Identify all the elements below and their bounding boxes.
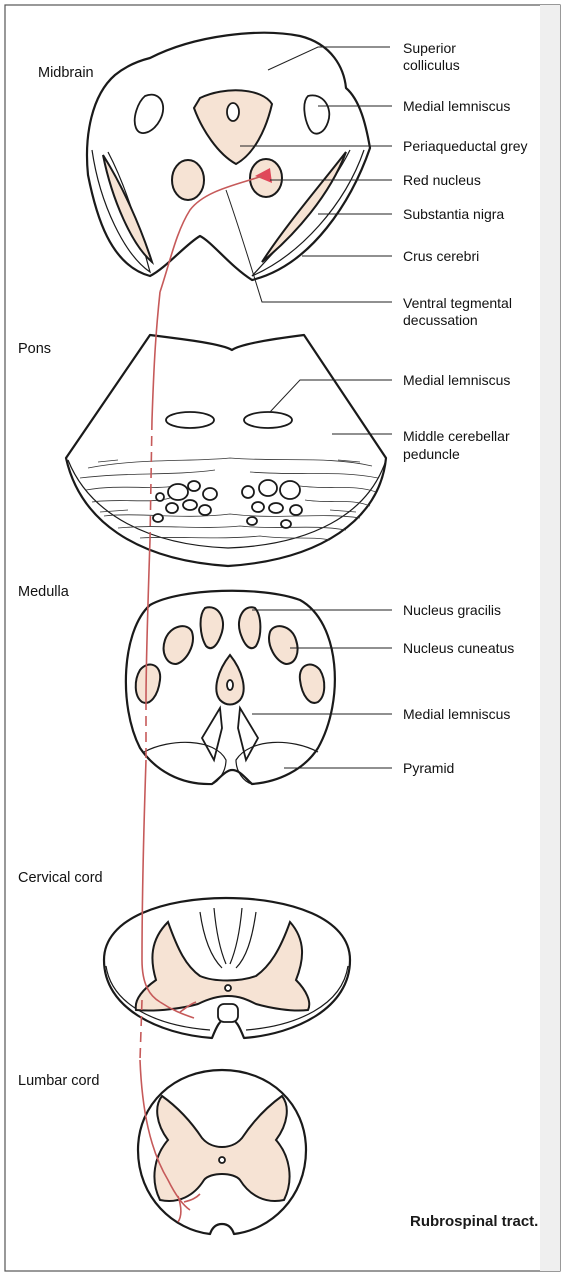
label-middle-cerebellar-peduncle-line1: Middle cerebellar: [403, 428, 510, 444]
label-nucleus-cuneatus: Nucleus cuneatus: [403, 640, 514, 656]
cervical-central-canal: [225, 985, 231, 991]
label-substantia-nigra: Substantia nigra: [403, 206, 504, 222]
label-periaqueductal-grey: Periaqueductal grey: [403, 138, 528, 154]
section-label-cervical: Cervical cord: [18, 870, 103, 886]
midbrain-section: Midbrain: [38, 33, 370, 280]
label-medial-lemniscus-pons: Medial lemniscus: [403, 372, 510, 388]
cerebral-aqueduct: [227, 103, 239, 121]
cervical-ventral-fissure: [218, 1004, 238, 1022]
figure-caption: Rubrospinal tract.: [410, 1213, 538, 1230]
lumbar-cord-section: Lumbar cord: [18, 1070, 306, 1234]
label-nucleus-gracilis: Nucleus gracilis: [403, 602, 501, 618]
label-pyramid: Pyramid: [403, 760, 454, 776]
label-ventral-tegmental-decussation-line2: decussation: [403, 312, 478, 328]
label-superior-colliculus-line1: Superior: [403, 40, 456, 56]
section-label-midbrain: Midbrain: [38, 65, 94, 81]
label-ventral-tegmental-decussation-line1: Ventral tegmental: [403, 295, 512, 311]
label-superior-colliculus-line2: colliculus: [403, 57, 460, 73]
midbrain-medial-lemniscus-right: [304, 95, 329, 133]
structure-labels: Superior colliculus Medial lemniscus Per…: [403, 40, 528, 776]
section-label-pons: Pons: [18, 341, 51, 357]
label-medial-lemniscus-medulla: Medial lemniscus: [403, 706, 510, 722]
cervical-cord-section: Cervical cord: [18, 870, 350, 1038]
label-middle-cerebellar-peduncle-line2: peduncle: [403, 446, 460, 462]
label-medial-lemniscus-midbrain: Medial lemniscus: [403, 98, 510, 114]
red-nucleus-left: [172, 160, 204, 200]
medulla-central-canal: [227, 680, 233, 690]
pons-medial-lemniscus-left: [166, 412, 214, 428]
pons-section: Pons: [18, 335, 386, 566]
lumbar-central-canal: [219, 1157, 225, 1163]
pons-outline: [66, 335, 386, 566]
label-red-nucleus: Red nucleus: [403, 172, 481, 188]
right-edge-shadow: [540, 5, 560, 1271]
section-label-lumbar: Lumbar cord: [18, 1073, 99, 1089]
pons-medial-lemniscus-right: [244, 412, 292, 428]
section-label-medulla: Medulla: [18, 584, 70, 600]
label-crus-cerebri: Crus cerebri: [403, 248, 479, 264]
medulla-section: Medulla: [18, 584, 335, 784]
